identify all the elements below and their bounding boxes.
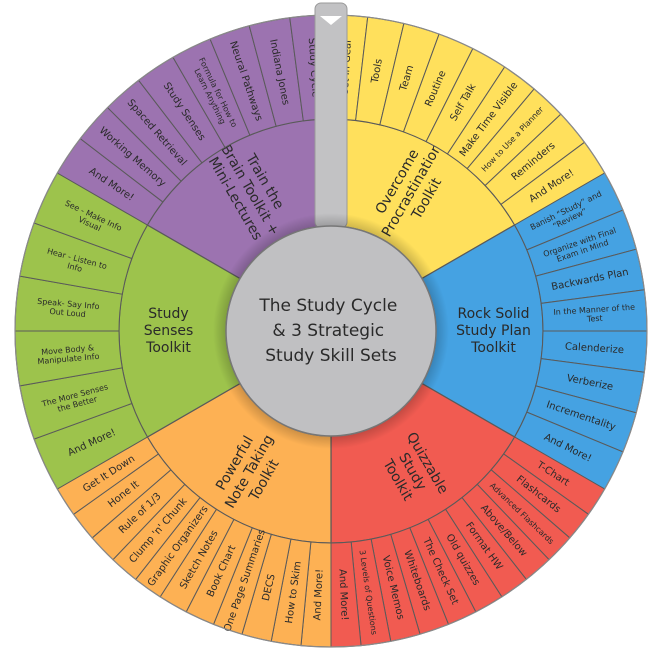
item-label: Calenderize <box>565 341 625 356</box>
item-label: Tools <box>369 58 384 85</box>
toolkit-label-note-taking: PowerfulNote TakingToolkit <box>208 424 292 520</box>
sector-procrastination: OvercomeProcrastinationToolkitGet In Gea… <box>330 14 606 280</box>
item-label: And More! <box>337 569 350 621</box>
center-line-2: & 3 Strategic <box>272 321 384 341</box>
center-line-1: The Study Cycle <box>258 296 397 316</box>
center-line-3: Study Skill Sets <box>265 346 397 366</box>
pointer-needle[interactable] <box>314 2 348 229</box>
pointer-triangle-icon <box>320 16 342 25</box>
item-label: And More! <box>312 569 325 621</box>
sectors: OvercomeProcrastinationToolkitGet In Gea… <box>14 14 648 648</box>
center-title: The Study Cycle & 3 Strategic Study Skil… <box>258 296 402 366</box>
sector-train-brain: Train theBrain Toolkit +Mini-LecturesAnd… <box>56 14 332 280</box>
center-hub[interactable] <box>225 225 437 437</box>
item-label: Speak- Say InfoOut Loud <box>36 296 100 319</box>
